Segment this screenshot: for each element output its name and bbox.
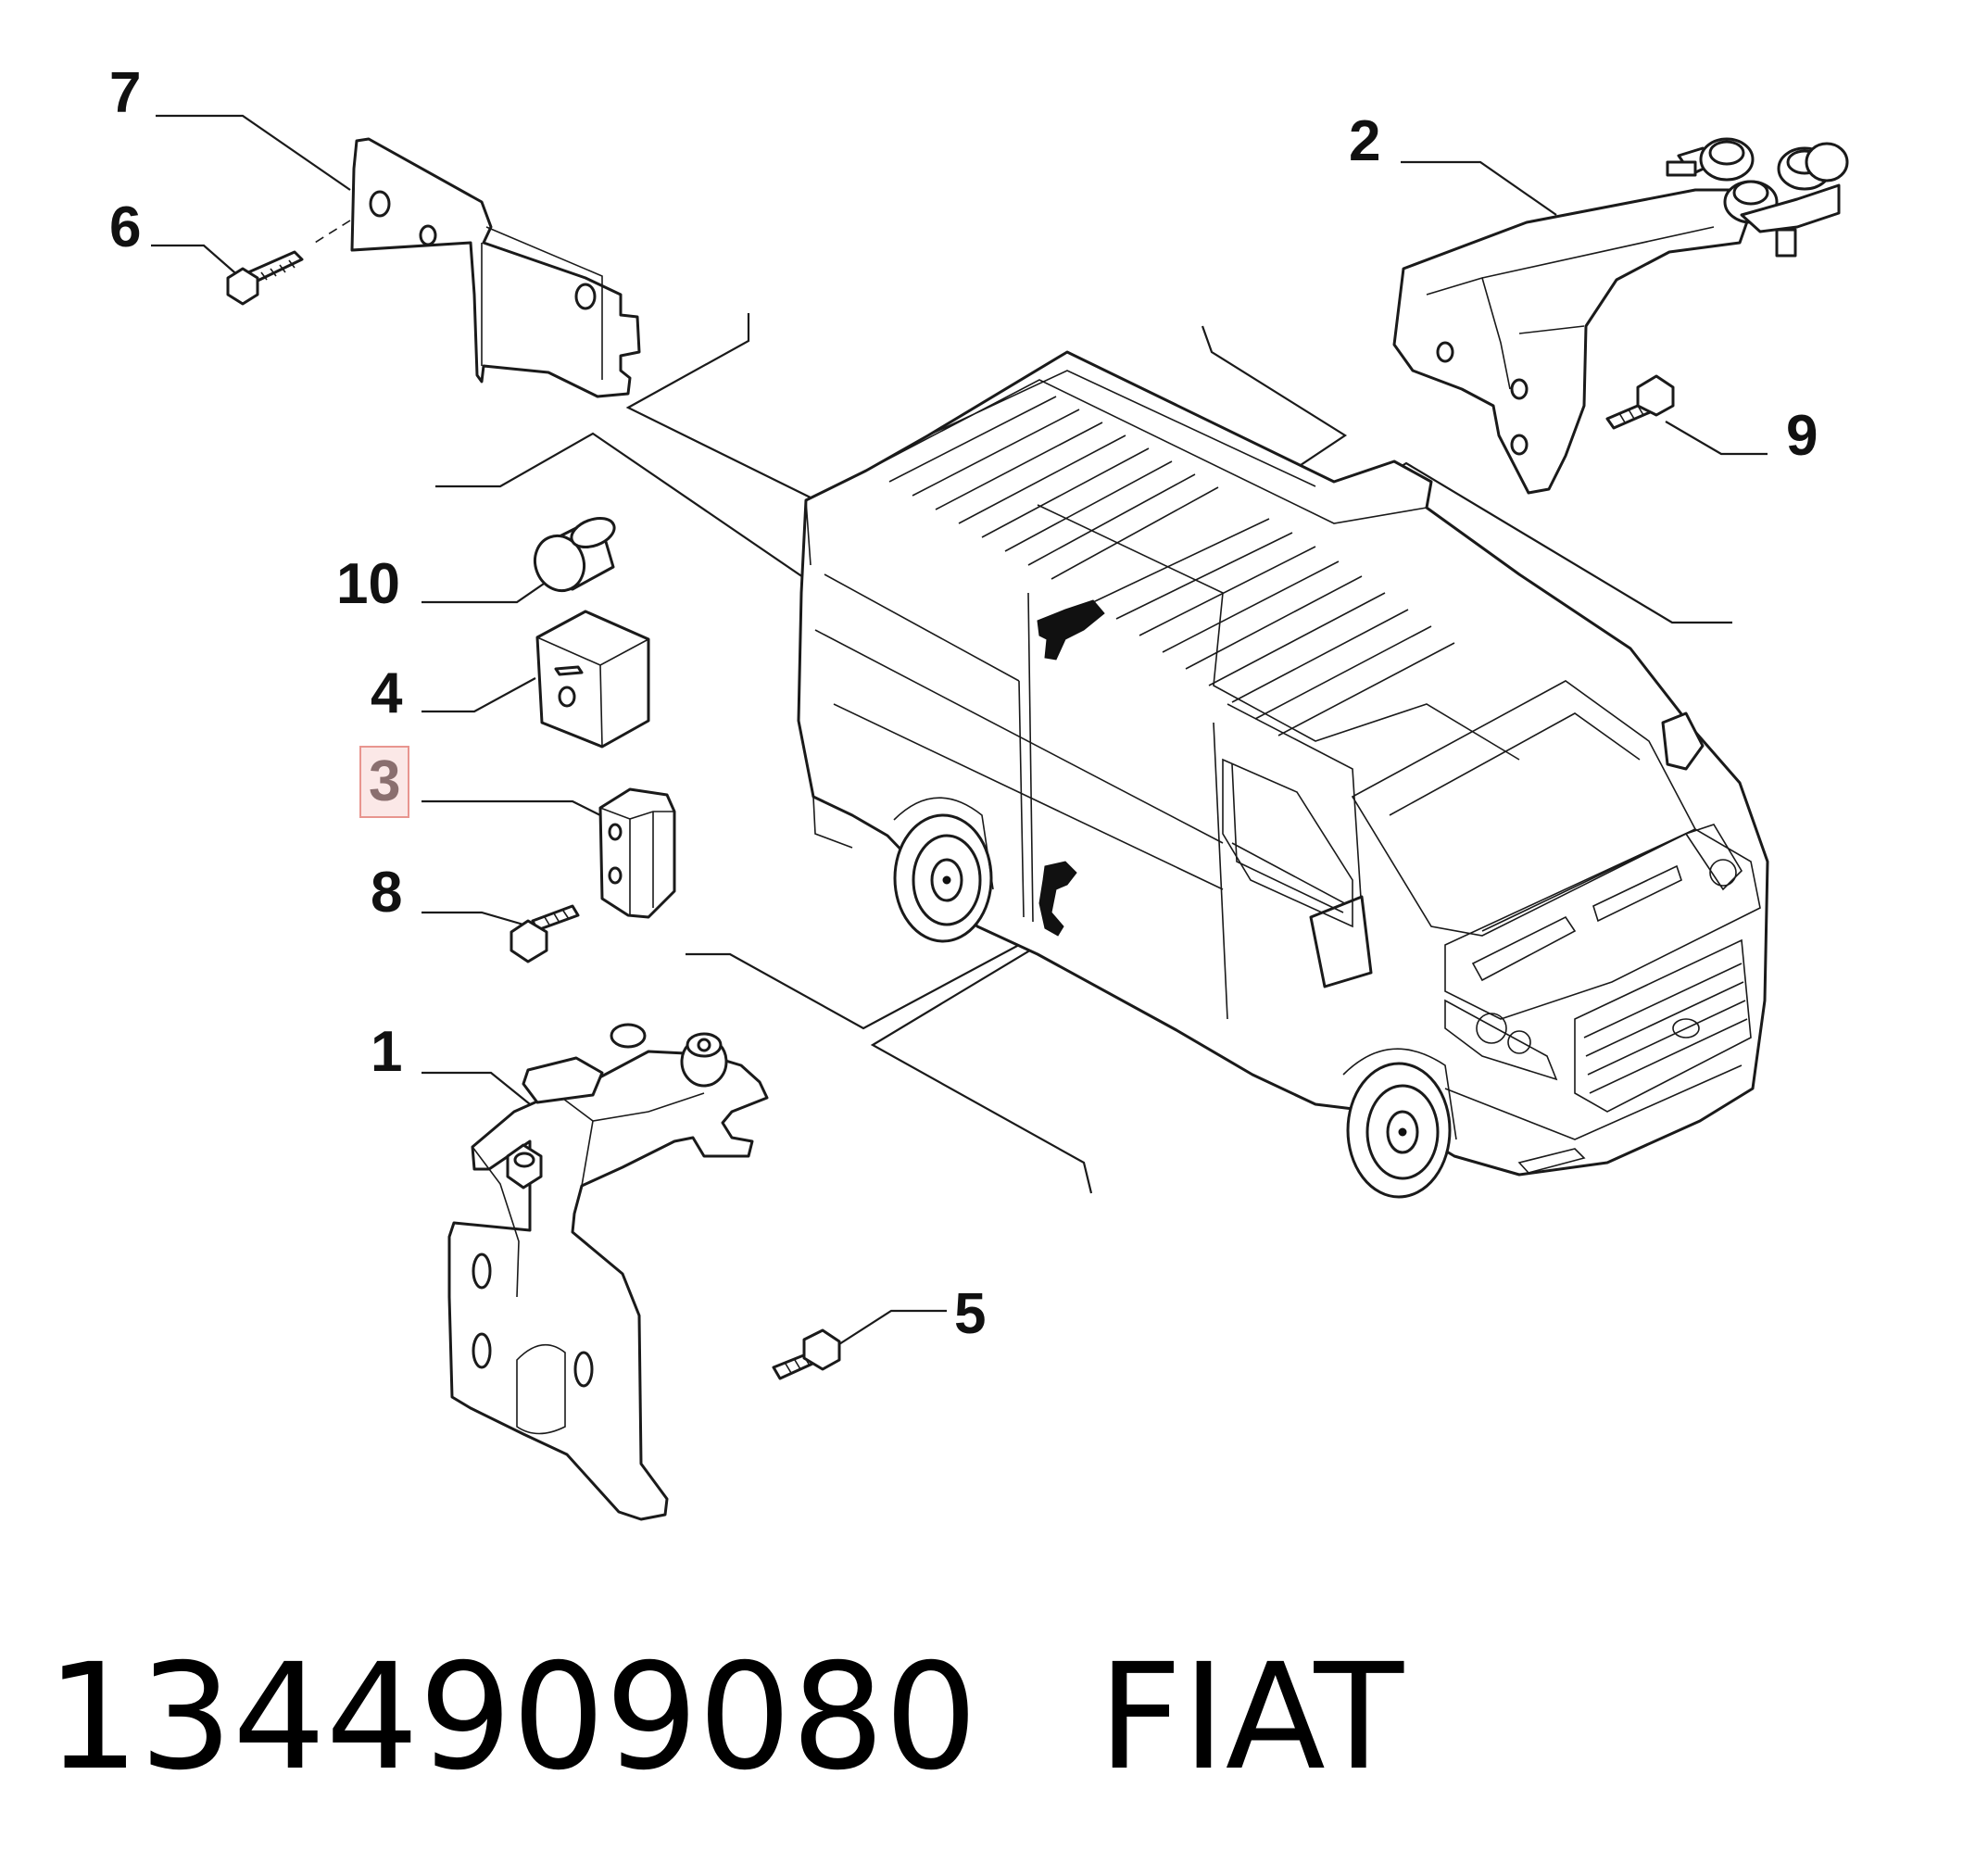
callout-4: 4	[371, 661, 403, 725]
part-3-guide-stop	[598, 787, 676, 919]
callout-9: 9	[1786, 404, 1818, 468]
part-4-rubber-block	[535, 610, 650, 749]
leader-1	[422, 1071, 540, 1113]
callout-2: 2	[1349, 109, 1381, 173]
leader-10	[422, 581, 547, 604]
leader-7	[156, 114, 351, 191]
part-number: 1344909080	[46, 1632, 978, 1803]
part-10-bump-stop	[534, 516, 616, 593]
leader-6	[151, 244, 242, 279]
exploded-parts-diagram	[151, 114, 1849, 1521]
callout-10: 10	[336, 552, 400, 616]
part-7-bracket	[309, 137, 641, 398]
view-line-lower-b	[870, 937, 1093, 1194]
part-8-bolt	[510, 904, 580, 963]
brand-name: FIAT	[1098, 1632, 1404, 1803]
leader-5	[828, 1309, 947, 1352]
leader-9	[1665, 421, 1768, 456]
part-1-lower-bracket	[447, 1023, 769, 1521]
callout-5: 5	[954, 1282, 987, 1346]
part-9-bolt	[1605, 374, 1675, 430]
part-5-bolt	[772, 1328, 841, 1380]
leader-4	[422, 677, 536, 713]
callout-6: 6	[109, 195, 142, 259]
leader-8	[422, 911, 524, 926]
leader-3	[422, 799, 601, 816]
callout-1: 1	[371, 1020, 403, 1084]
view-line-upper-left	[435, 432, 895, 640]
part-2-roller-arm	[1392, 137, 1849, 495]
callout-8: 8	[371, 861, 403, 925]
view-line-lower	[686, 930, 1046, 1030]
part-6-bolt	[226, 250, 304, 306]
callout-7: 7	[109, 61, 142, 125]
callout-3-highlighted: 3	[359, 746, 410, 818]
leader-2	[1401, 160, 1557, 216]
van-illustration	[797, 350, 1769, 1199]
